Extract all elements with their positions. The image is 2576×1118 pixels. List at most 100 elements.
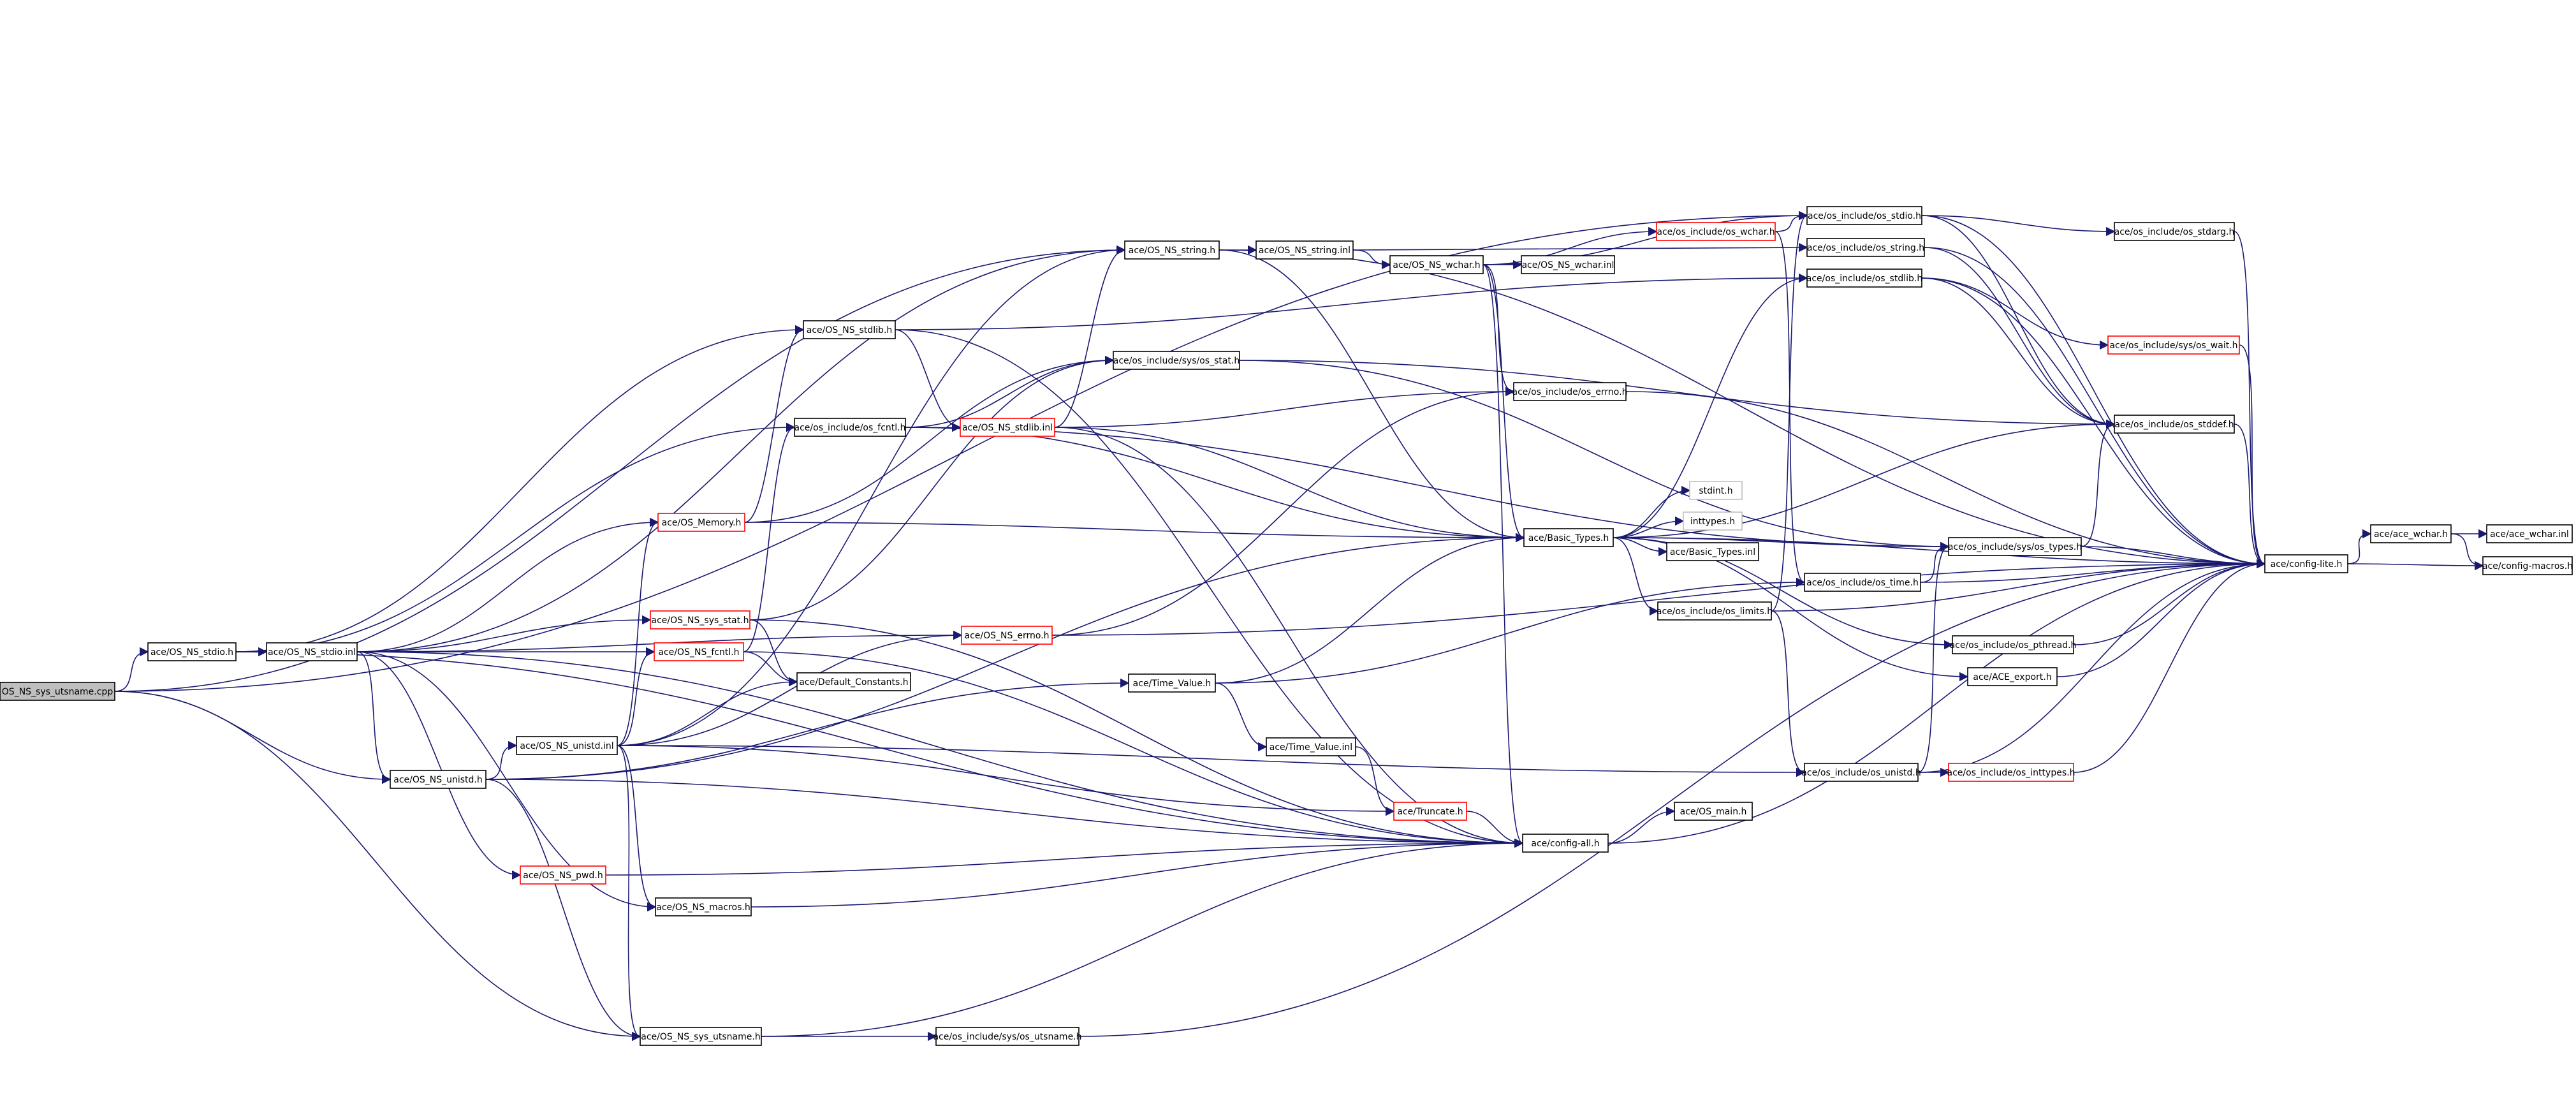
node-box [2264, 554, 2348, 573]
edge-inc_sys_stat-to-inc_sys_types [1239, 360, 1950, 552]
node-config-macros[interactable]: ace/config-macros.h [2482, 556, 2573, 575]
node-ns-stdlib-h[interactable]: ace/OS_NS_stdlib.h [803, 320, 896, 339]
node-box [1521, 255, 1615, 274]
edge-ns_stdio_inl-to-ns_string_h [356, 245, 1126, 652]
node-inc-pthread[interactable]: ace/os_include/os_pthread.h [1950, 635, 2077, 654]
edge-ns_stdio_inl-to-ns_unistd_h [356, 651, 392, 784]
node-ns-unistd-inl[interactable]: ace/OS_NS_unistd.inl [516, 736, 618, 755]
edge-inc_stdio-to-inc_stdarg [1921, 215, 2116, 237]
edge-inc_stdio-to-inc_stddef [1921, 215, 2116, 429]
edge-ns_unistd_inl-to-os_memory [617, 517, 659, 746]
edge-config_lite-to-config_macros [2347, 561, 2484, 571]
node-label: ace/Basic_Types.inl [1670, 547, 1755, 557]
node-label: ace/os_include/os_errno.h [1512, 387, 1628, 397]
node-inc-stddef[interactable]: ace/os_include/os_stddef.h [2114, 415, 2235, 434]
node-inc-sys-types[interactable]: ace/os_include/sys/os_types.h [1948, 537, 2082, 556]
node-inc-unistd[interactable]: ace/os_include/os_unistd.h [1801, 763, 1921, 782]
node-box [2107, 335, 2240, 355]
edge-inc_string-to-config_lite [1924, 247, 2266, 569]
edge-ns_stdio_h-to-config_all [235, 651, 1524, 848]
node-ns-sys-stat[interactable]: ace/OS_NS_sys_stat.h [650, 610, 750, 629]
edge-ns_wchar_h-to-inc_wchar [1482, 226, 1658, 265]
node-ns-unistd-h[interactable]: ace/OS_NS_unistd.h [390, 770, 487, 789]
node-label: ace/OS_NS_errno.h [964, 631, 1049, 641]
edge-ns_stdio_h-to-inc_fcntl [235, 422, 796, 652]
node-basic-types-h[interactable]: ace/Basic_Types.h [1523, 528, 1614, 547]
edge-ns_fcntl-to-default_const [743, 651, 798, 687]
node-ns-stdio-h[interactable]: ace/OS_NS_stdio.h [147, 642, 237, 661]
node-inc-errno[interactable]: ace/os_include/os_errno.h [1512, 382, 1628, 401]
node-box [960, 418, 1055, 437]
node-ns-errno[interactable]: ace/OS_NS_errno.h [961, 626, 1053, 645]
node-inc-string[interactable]: ace/os_include/os_string.h [1806, 238, 1925, 257]
node-box [796, 672, 911, 691]
node-inc-sys-stat[interactable]: ace/os_include/sys/os_stat.h [1113, 351, 1240, 370]
node-ace-export[interactable]: ace/ACE_export.h [1967, 667, 2058, 686]
node-inc-wchar[interactable]: ace/os_include/os_wchar.h [1656, 222, 1776, 241]
edge-truncate-to-config_all [1466, 811, 1524, 848]
node-config-all[interactable]: ace/config-all.h [1522, 834, 1609, 853]
node-box [1806, 238, 1925, 257]
edge-basic_types_h-to-inc_limits [1613, 537, 1659, 616]
edge-ns_stdlib_inl-to-inc_errno [1054, 386, 1515, 428]
node-truncate[interactable]: ace/Truncate.h [1393, 802, 1467, 821]
node-inc-stdlib[interactable]: ace/os_include/os_stdlib.h [1806, 268, 1922, 288]
edge-basic_types_h-to-stdint [1613, 485, 1691, 538]
edge-os_memory-to-inc_sys_stat [744, 355, 1115, 523]
node-ns-pwd[interactable]: ace/OS_NS_pwd.h [520, 865, 606, 885]
node-ns-fcntl[interactable]: ace/OS_NS_fcntl.h [654, 642, 744, 661]
node-box [2114, 415, 2235, 434]
node-os-main[interactable]: ace/OS_main.h [1674, 802, 1753, 821]
edge-ns_stdlib_h-to-ns_stdlib_inl [895, 329, 962, 432]
node-label: ace/OS_NS_string.h [1129, 246, 1215, 256]
node-ace-wchar-inl[interactable]: ace/ace_wchar.inl [2486, 524, 2573, 543]
node-ns-string-inl[interactable]: ace/OS_NS_string.inl [1255, 240, 1354, 260]
node-ns-string-h[interactable]: ace/OS_NS_string.h [1124, 240, 1220, 260]
node-label: ace/OS_NS_sys_stat.h [652, 615, 749, 626]
node-box [2370, 524, 2452, 543]
node-inc-sys-utsname[interactable]: ace/os_include/sys/os_utsname.h [933, 1027, 1082, 1046]
node-box [1393, 802, 1467, 821]
node-time-value-h[interactable]: ace/Time_Value.h [1128, 673, 1216, 693]
node-label: ace/os_include/sys/os_types.h [1948, 542, 2082, 552]
node-ns-wchar-h[interactable]: ace/OS_NS_wchar.h [1389, 255, 1484, 274]
edge-ns_stdio_inl-to-config_all [356, 651, 1524, 848]
node-default-const[interactable]: ace/Default_Constants.h [796, 672, 911, 691]
node-inc-stdio[interactable]: ace/os_include/os_stdio.h [1806, 206, 1922, 225]
node-ns-utsname-h[interactable]: ace/OS_NS_sys_utsname.h [640, 1027, 762, 1046]
node-inc-limits[interactable]: ace/os_include/os_limits.h [1657, 601, 1773, 621]
node-os-memory[interactable]: ace/OS_Memory.h [657, 513, 745, 532]
node-ns-macros[interactable]: ace/OS_NS_macros.h [655, 897, 752, 916]
edge-ns_stdlib_inl-to-basic_types_h [1054, 427, 1525, 543]
node-inc-time[interactable]: ace/os_include/os_time.h [1804, 573, 1921, 592]
node-label: ace/OS_NS_string.inl [1259, 246, 1350, 256]
node-box [1806, 268, 1922, 288]
edge-inc_fcntl-to-inc_sys_types [905, 427, 1950, 552]
node-inc-sys-wait[interactable]: ace/os_include/sys/os_wait.h [2107, 335, 2240, 355]
node-ns-stdlib-inl[interactable]: ace/OS_NS_stdlib.inl [960, 418, 1055, 437]
node-ns-wchar-inl[interactable]: ace/OS_NS_wchar.inl [1521, 255, 1615, 274]
node-label: ace/os_include/os_fcntl.h [794, 423, 906, 433]
node-root[interactable]: OS_NS_sys_utsname.cpp [0, 682, 115, 701]
node-stdint[interactable]: stdint.h [1689, 481, 1743, 500]
node-ace-wchar-h[interactable]: ace/ace_wchar.h [2370, 524, 2452, 543]
node-time-value-inl[interactable]: ace/Time_Value.inl [1266, 737, 1356, 756]
edge-inc_string-to-inc_stddef [1924, 247, 2116, 429]
node-label: ace/os_include/os_inttypes.h [1947, 768, 2075, 778]
edge-ns_utsname_h-to-config_all [761, 838, 1524, 1037]
node-ns-stdio-inl[interactable]: ace/OS_NS_stdio.inl [266, 642, 358, 661]
node-inc-fcntl[interactable]: ace/os_include/os_fcntl.h [794, 418, 906, 437]
edge-time_value_h-to-inc_time [1215, 577, 1806, 684]
node-config-lite[interactable]: ace/config-lite.h [2264, 554, 2348, 573]
node-box [1948, 537, 2082, 556]
node-inttypes[interactable]: inttypes.h [1683, 511, 1743, 531]
edge-ns_unistd_inl-to-ns_utsname_h [617, 745, 641, 1041]
node-box [1806, 206, 1922, 225]
node-inc-inttypes[interactable]: ace/os_include/os_inttypes.h [1947, 763, 2075, 782]
node-inc-stdarg[interactable]: ace/os_include/os_stdarg.h [2114, 222, 2235, 241]
edge-os_memory-to-ns_stdlib_h [744, 325, 805, 523]
node-basic-types-inl[interactable]: ace/Basic_Types.inl [1666, 542, 1759, 561]
edge-ns_pwd-to-config_all [605, 838, 1524, 876]
node-label: ace/OS_NS_pwd.h [523, 871, 603, 881]
node-box [1124, 240, 1220, 260]
